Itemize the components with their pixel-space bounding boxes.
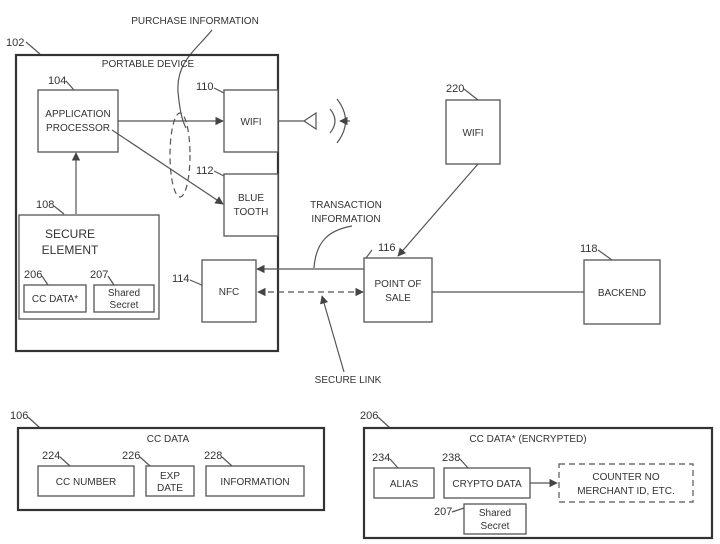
bluetooth-box [223, 173, 279, 237]
transaction-information-label-line1: TRANSACTION [310, 200, 382, 211]
crypto-data-box [443, 467, 531, 499]
point-of-sale-label-line1: POINT OF [374, 279, 421, 290]
transaction-information-label-line2: INFORMATION [311, 214, 380, 225]
alias-box [373, 467, 435, 499]
point-of-sale-ref-leader [365, 249, 373, 259]
wifi-220-ref-leader [463, 88, 479, 101]
point-of-sale-label-line2: SALE [385, 293, 411, 304]
transaction-information-leader [313, 225, 353, 269]
cc-data-206-box [23, 284, 87, 313]
application-processor-label-line2: PROCESSOR [46, 123, 110, 134]
exp-date-ref: 226 [122, 450, 140, 462]
shared-secret-panel-box [463, 503, 527, 535]
backend-label: BACKEND [598, 288, 646, 299]
exp-date-ref-leader [139, 456, 151, 467]
shared-secret-207-box [93, 284, 155, 313]
signal-wave-inner-icon [329, 108, 336, 134]
cc-data-panel-box [16, 426, 326, 512]
information-ref-leader [221, 456, 233, 467]
shared-secret-207-label-line2: Secret [110, 300, 139, 311]
shared-secret-207-label-line1: Shared [108, 288, 140, 299]
alias-ref-leader [389, 458, 399, 469]
wifi-110-label: WIFI [240, 117, 261, 128]
bluetooth-label-line2: TOOTH [234, 207, 269, 218]
purchase-information-leader [177, 29, 213, 129]
processor-to-bluetooth-arrow [111, 129, 224, 205]
cc-data-encrypted-panel-box [362, 426, 714, 540]
shared-secret-207-ref-leader [107, 275, 115, 286]
cc-data-encrypted-panel-ref-leader [377, 416, 391, 429]
crypto-data-ref-leader [459, 458, 469, 469]
wifi-110-box [223, 89, 279, 153]
point-of-sale-ref: 116 [378, 242, 396, 254]
exp-date-label-line2: DATE [157, 483, 183, 494]
application-processor-label-line1: APPLICATION [45, 109, 110, 120]
cc-number-box [37, 465, 135, 497]
cc-data-206-ref-leader [41, 275, 49, 286]
purchase-information-ellipse [169, 112, 191, 198]
shared-secret-panel-ref-leader [451, 507, 465, 513]
cc-data-encrypted-panel-title: CC DATA* (ENCRYPTED) [469, 434, 586, 445]
shared-secret-panel-ref: 207 [434, 506, 452, 518]
portable-device-ref: 102 [6, 37, 24, 49]
wifi-220-box [445, 99, 501, 165]
wifi-220-ref: 220 [446, 83, 464, 95]
cc-data-panel-ref: 106 [10, 410, 28, 422]
purchase-information-label: PURCHASE INFORMATION [131, 16, 259, 27]
cc-number-label: CC NUMBER [56, 477, 117, 488]
crypto-data-label: CRYPTO DATA [452, 479, 522, 490]
crypto-data-ref: 238 [442, 452, 460, 464]
secure-element-label-line1: SECURE [45, 227, 95, 241]
cc-data-encrypted-panel-ref: 206 [360, 410, 378, 422]
backend-ref: 118 [580, 243, 598, 255]
antenna-icon [302, 111, 317, 131]
shared-secret-panel-label-line1: Shared [479, 508, 511, 519]
nfc-ref: 114 [172, 273, 190, 285]
counter-box [558, 463, 694, 503]
exp-date-label-line1: EXP [160, 471, 180, 482]
shared-secret-207-ref: 207 [90, 269, 108, 281]
point-of-sale-box [363, 257, 433, 323]
backend-box [583, 259, 661, 325]
wifi-110-ref: 110 [196, 81, 214, 93]
counter-label-line1: COUNTER NO [592, 472, 659, 483]
secure-element-ref: 108 [36, 199, 54, 211]
cc-data-panel-title: CC DATA [147, 434, 190, 445]
shared-secret-panel-label-line2: Secret [481, 521, 510, 532]
cc-data-panel-ref-leader [27, 416, 41, 429]
cc-number-ref-leader [59, 456, 71, 467]
application-processor-ref: 104 [48, 75, 66, 87]
bluetooth-ref: 112 [196, 165, 214, 177]
bluetooth-label-line1: BLUE [238, 193, 264, 204]
cc-data-206-ref: 206 [24, 269, 42, 281]
secure-element-label-line2: ELEMENT [42, 243, 99, 257]
backend-ref-leader [597, 249, 613, 261]
alias-ref: 234 [372, 452, 390, 464]
exp-date-box [145, 465, 195, 497]
nfc-label: NFC [219, 287, 240, 298]
wifi-to-pos-arrow [397, 163, 479, 257]
application-processor-ref-leader [65, 80, 75, 91]
secure-link-label: SECURE LINK [315, 375, 382, 386]
information-label: INFORMATION [220, 477, 289, 488]
portable-device-label: PORTABLE DEVICE [102, 59, 195, 70]
portable-device-ref-leader [25, 41, 41, 55]
alias-label: ALIAS [390, 479, 419, 490]
cc-data-206-label: CC DATA* [32, 294, 78, 305]
counter-label-line2: MERCHANT ID, ETC. [577, 486, 675, 497]
information-box [205, 465, 305, 497]
secure-link-leader [320, 295, 345, 373]
application-processor-box [37, 89, 119, 153]
information-ref: 228 [204, 450, 222, 462]
wifi-220-label: WIFI [462, 128, 483, 139]
nfc-box [201, 259, 257, 323]
cc-number-ref: 224 [42, 450, 60, 462]
secure-element-ref-leader [53, 205, 65, 215]
